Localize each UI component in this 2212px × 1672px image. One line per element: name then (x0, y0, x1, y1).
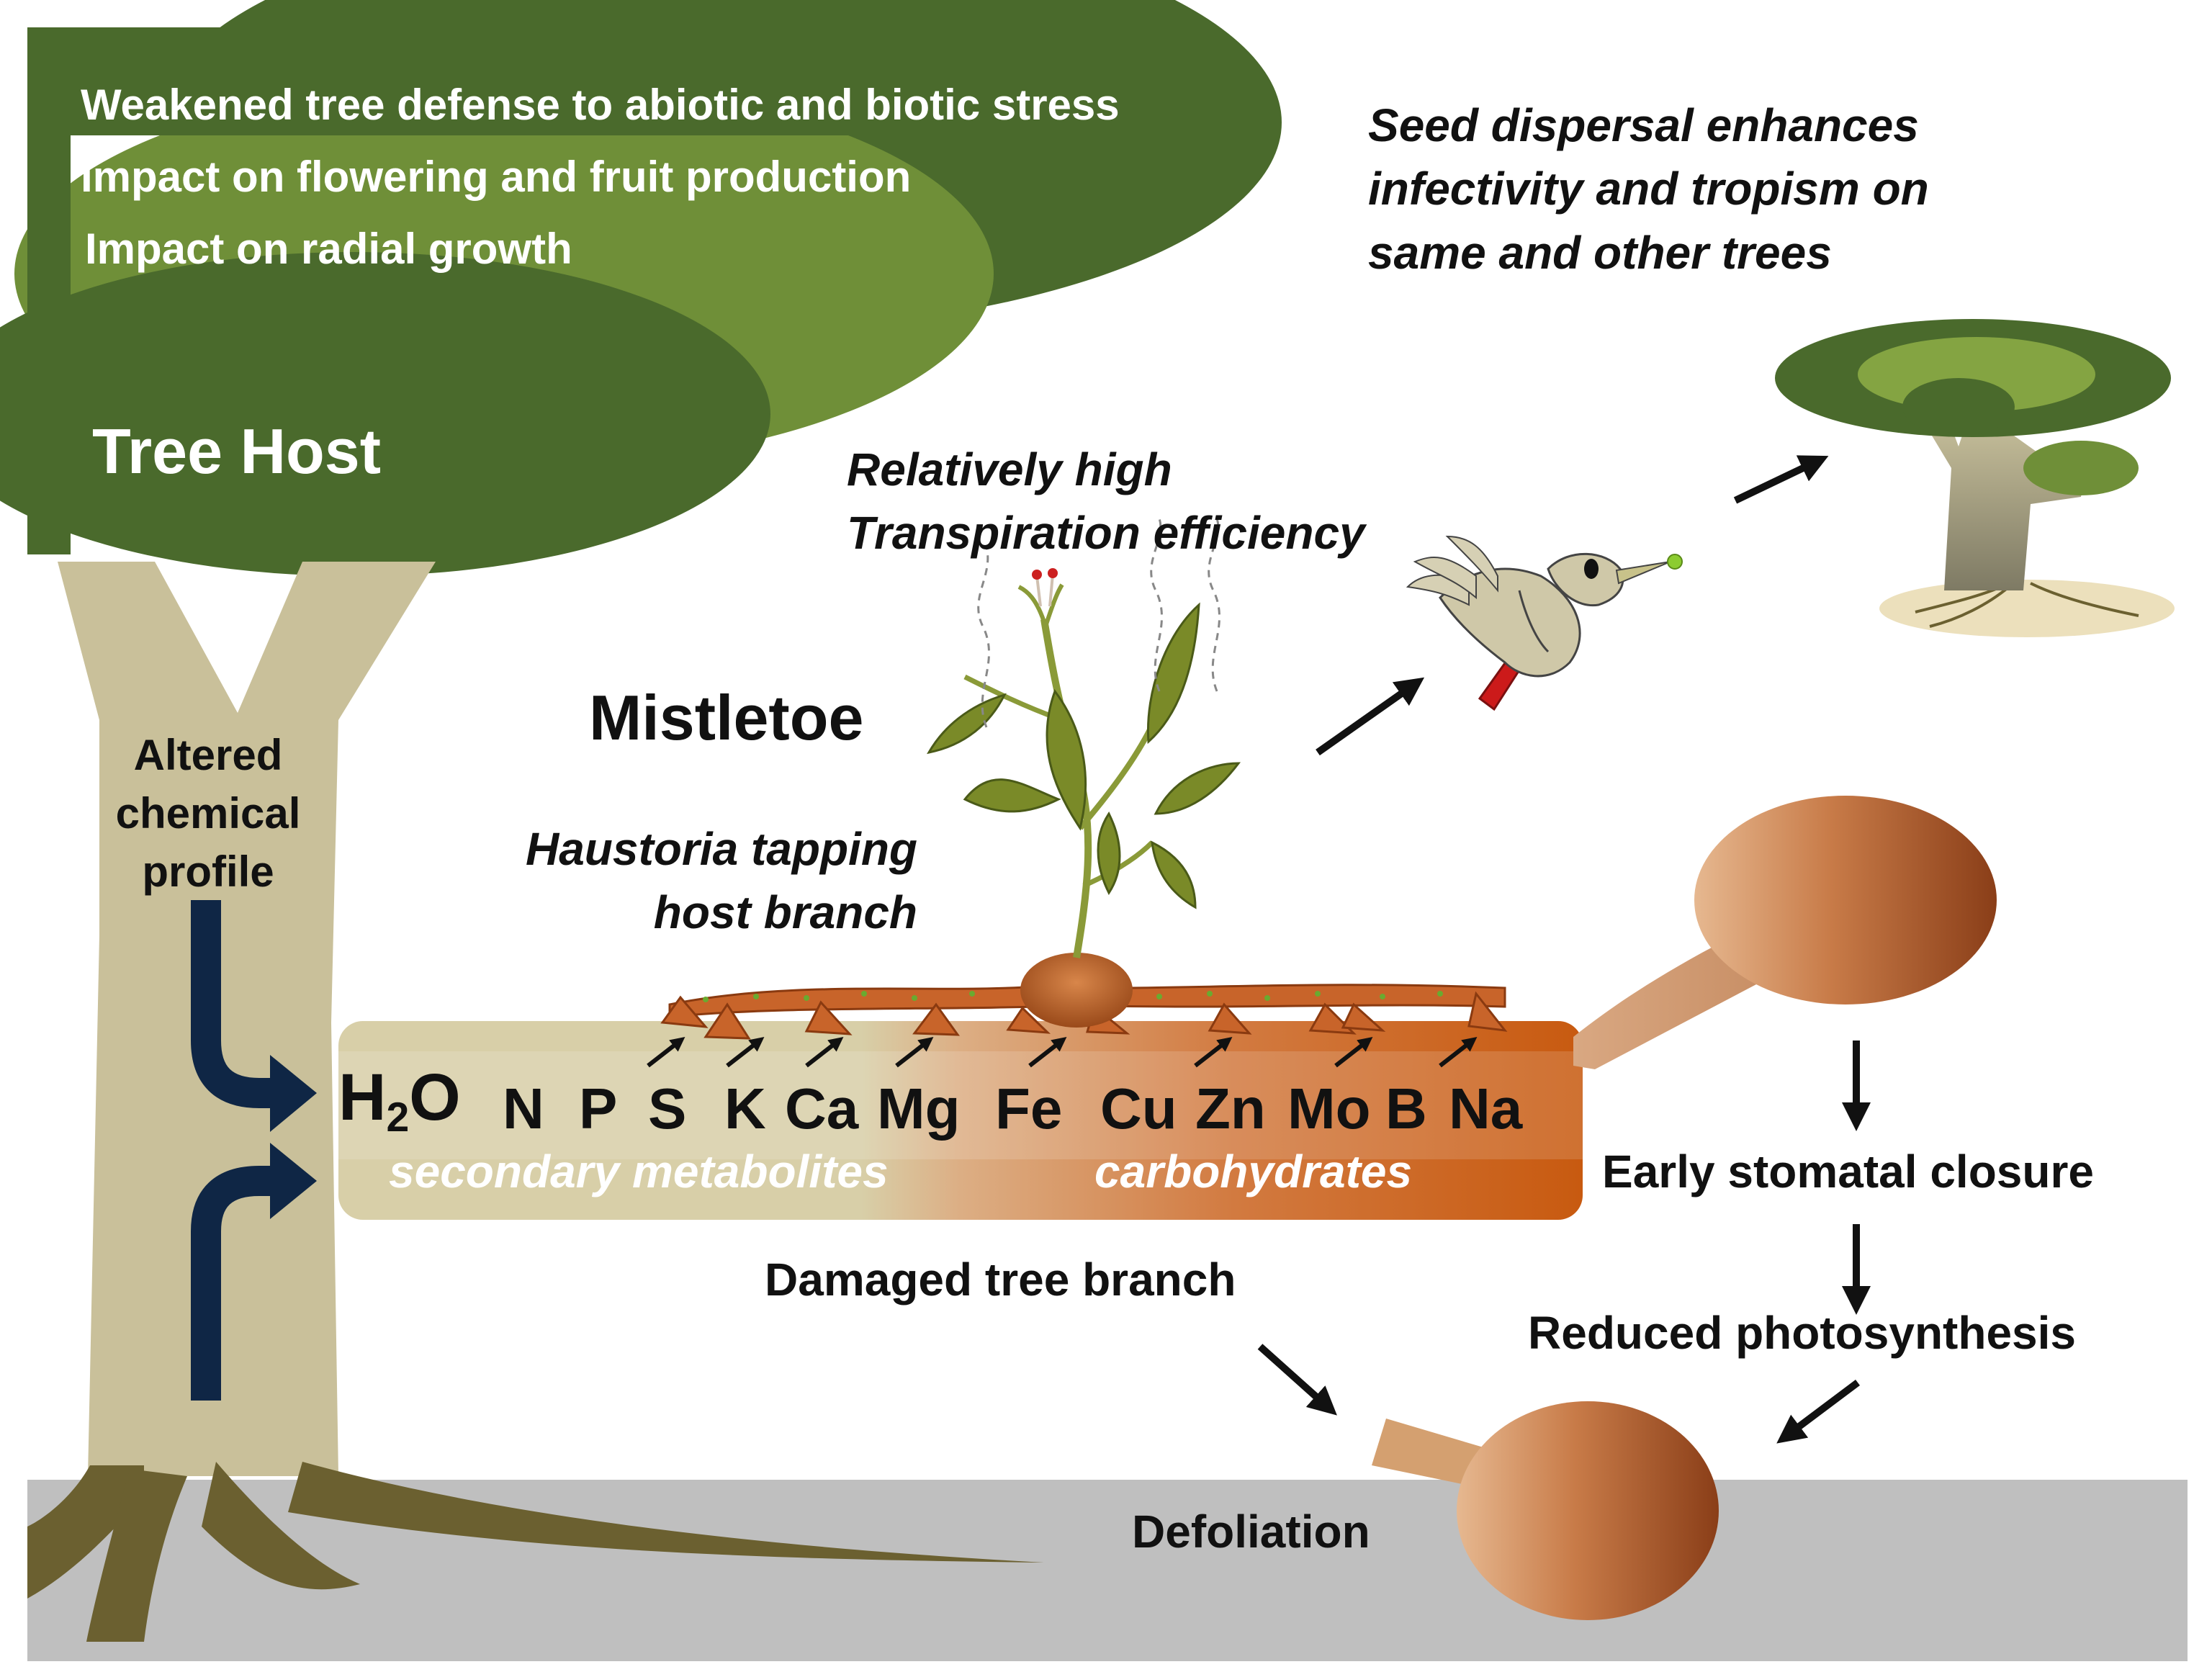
early-stomatal-closure-label: Early stomatal closure (1602, 1146, 2094, 1197)
haustoria-dots (703, 991, 1443, 1002)
host-roots (27, 1462, 1044, 1642)
host-branch (338, 1021, 1583, 1220)
element-cu: Cu (1100, 1077, 1177, 1141)
flow-arrows (191, 900, 317, 1401)
transpiration-label: Relatively high Transpiration efficiency (847, 444, 1365, 559)
altered-profile-label: Altered chemical profile (115, 731, 301, 896)
host-canopy (0, 0, 1282, 576)
element-k: K (724, 1077, 766, 1141)
branch-gall-lower (1372, 1401, 1719, 1620)
tree-host-title: Tree Host (92, 415, 382, 487)
element-zn: Zn (1195, 1077, 1266, 1141)
effect-radial-growth: Impact on radial growth (85, 225, 572, 273)
effect-flowering: Impact on flowering and fruit production (81, 153, 912, 201)
element-na: Na (1449, 1077, 1523, 1141)
arrow-to-defoliation-left (1257, 1344, 1337, 1416)
mistletoe-title: Mistletoe (589, 682, 864, 753)
host-trunk (58, 562, 436, 1476)
element-mg: Mg (877, 1077, 961, 1141)
seed-dispersal-label: Seed dispersal enhances infectivity and … (1368, 99, 1929, 279)
element-b: B (1385, 1077, 1427, 1141)
secondary-metabolites-label: secondary metabolites (389, 1146, 889, 1197)
element-arrows (647, 1036, 1478, 1068)
damaged-branch-label: Damaged tree branch (765, 1254, 1236, 1305)
water-formula: H2O (338, 1061, 461, 1141)
element-ca: Ca (785, 1077, 859, 1141)
small-tree (1775, 319, 2175, 637)
element-mo: Mo (1287, 1077, 1371, 1141)
haustoria-label: Haustoria tapping host branch (525, 823, 917, 939)
element-s: S (648, 1077, 687, 1141)
arrow-to-defoliation-right (1776, 1380, 1860, 1444)
defoliation-label: Defoliation (1132, 1506, 1370, 1558)
branch-gall-upper (1573, 796, 1997, 1069)
process-arrows (1257, 455, 1871, 1444)
arrow-to-bird (1316, 677, 1425, 756)
carbohydrates-label: carbohydrates (1094, 1146, 1413, 1197)
arrow-to-small-tree (1733, 455, 1829, 504)
element-n: N (503, 1077, 544, 1141)
bird (1406, 535, 1683, 711)
effect-defense: Weakened tree defense to abiotic and bio… (81, 81, 1120, 129)
mistletoe-plant (927, 568, 1241, 958)
element-fe: Fe (995, 1077, 1063, 1141)
element-p: P (579, 1077, 618, 1141)
reduced-photosynthesis-label: Reduced photosynthesis (1528, 1307, 2076, 1359)
transpiration-vapor (977, 518, 1220, 728)
mistletoe-base (1020, 953, 1133, 1028)
